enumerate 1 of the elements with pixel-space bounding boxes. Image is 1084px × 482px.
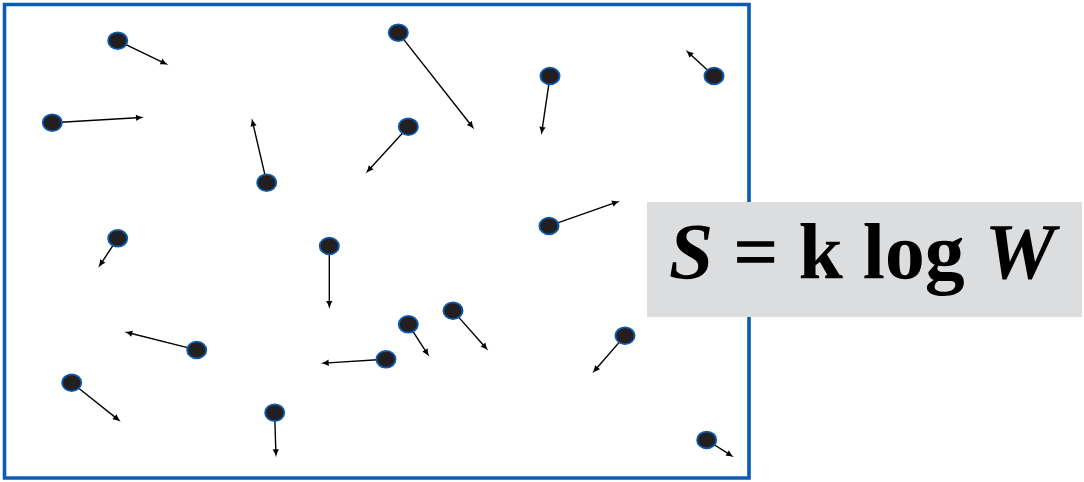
formula-box: S = k log W [647, 202, 1082, 317]
